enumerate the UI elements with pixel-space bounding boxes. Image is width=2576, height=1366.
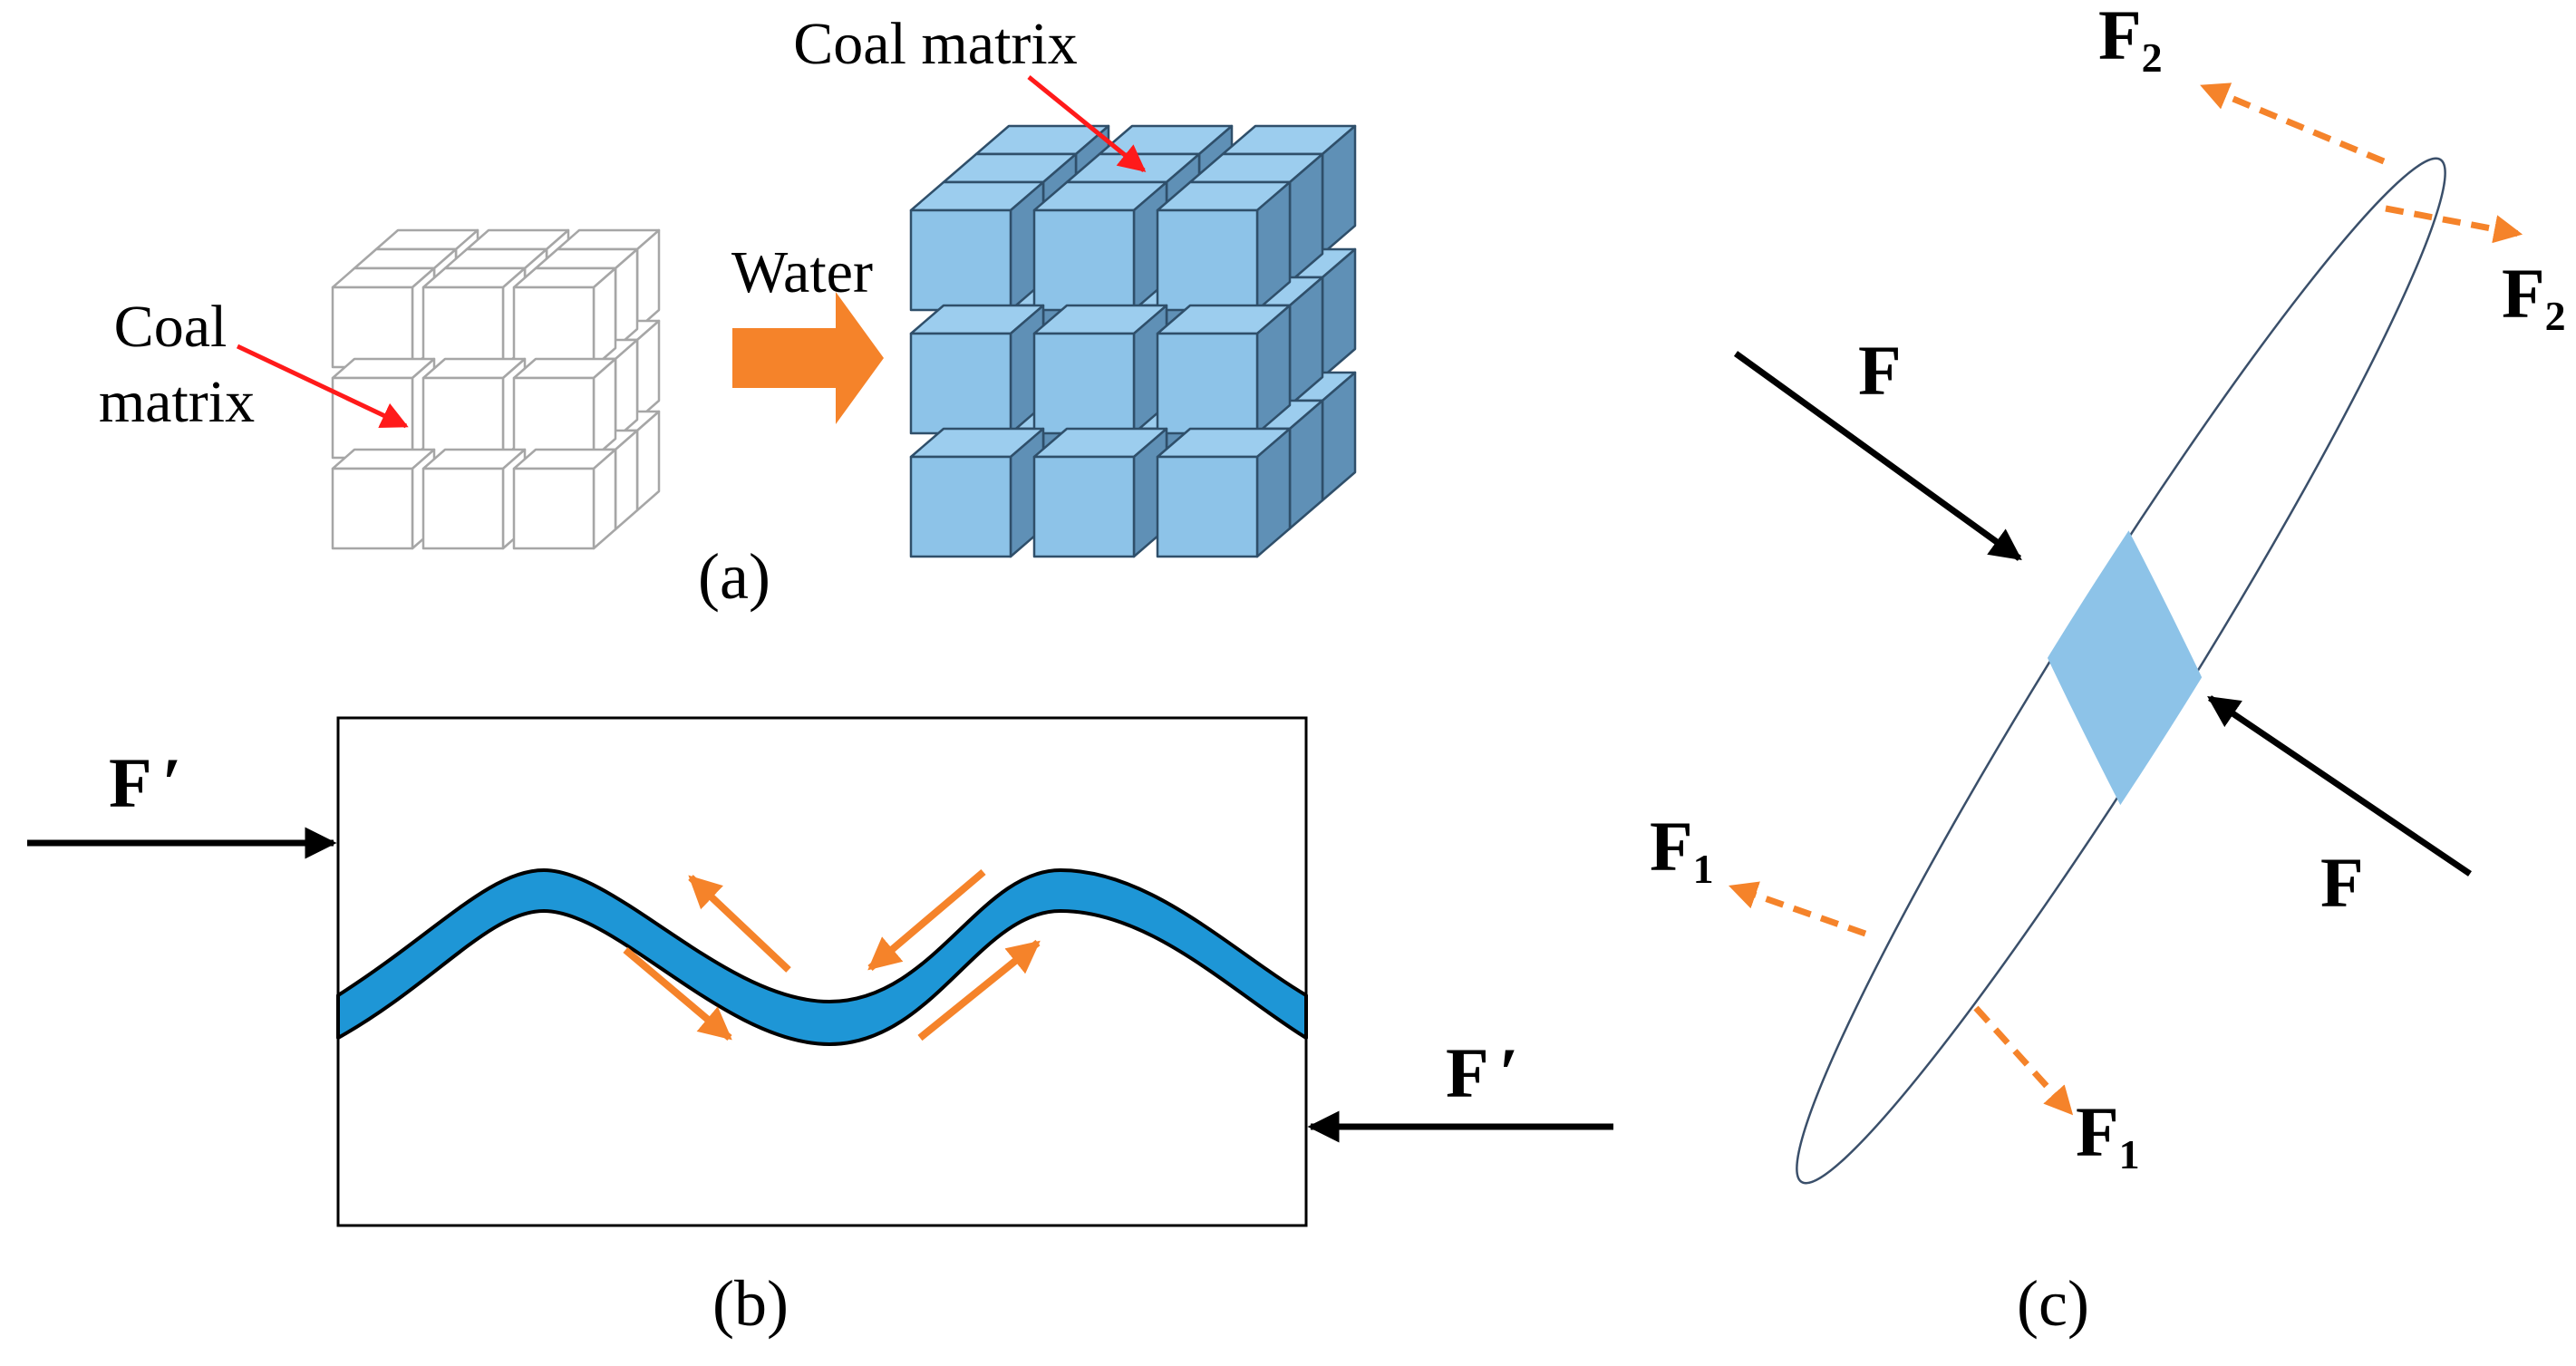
force-label-right: F′ bbox=[1446, 1033, 1518, 1112]
cube bbox=[331, 357, 436, 460]
coal-matrix-label-left-line2: matrix bbox=[99, 369, 255, 435]
rock-block-frame bbox=[336, 716, 1308, 1227]
cube bbox=[909, 427, 1045, 558]
cube-side-face bbox=[635, 410, 661, 512]
water-arrow bbox=[732, 292, 884, 424]
force-label-left: F′ bbox=[109, 743, 181, 822]
cube-side-face bbox=[614, 429, 639, 531]
f1-label-bottom: F1 bbox=[2076, 1092, 2140, 1177]
cube bbox=[512, 448, 617, 550]
coal-matrix-label-left-line1: Coal bbox=[114, 294, 228, 360]
cube bbox=[421, 357, 527, 460]
cube bbox=[1032, 304, 1168, 435]
cube bbox=[909, 304, 1045, 435]
panel-a: Coal matrix Water Coal matrix (a) bbox=[99, 11, 1357, 613]
cube-front-face bbox=[512, 467, 596, 550]
f2-label-right: F2 bbox=[2502, 254, 2566, 339]
f2-arrow-top bbox=[2200, 82, 2386, 165]
cube bbox=[331, 448, 436, 550]
cube bbox=[1156, 304, 1292, 435]
cube-side-face bbox=[592, 357, 617, 460]
cube-front-face bbox=[1156, 208, 1259, 312]
cube-front-face bbox=[909, 332, 1012, 435]
cube-side-face bbox=[592, 266, 617, 369]
cube-front-face bbox=[331, 467, 414, 550]
panel-c: F F F2 F2 F1 F1 (c) bbox=[1650, 0, 2566, 1340]
folded-layer bbox=[336, 868, 1308, 1046]
cube bbox=[1032, 427, 1168, 558]
force-arrow-upper-left bbox=[1733, 351, 2022, 561]
f1-arrow-left bbox=[1729, 881, 1867, 937]
f1-arrow-bottom bbox=[1973, 1005, 2074, 1116]
cube-front-face bbox=[512, 286, 596, 369]
caption-a: (a) bbox=[698, 540, 770, 613]
cube-front-face bbox=[909, 455, 1012, 558]
slip-arrow-lower-left bbox=[623, 946, 732, 1041]
cube-side-face bbox=[614, 338, 639, 441]
cube bbox=[421, 448, 527, 550]
cube-front-face bbox=[331, 286, 414, 369]
f2-arrow-right bbox=[2385, 205, 2523, 244]
cube-front-face bbox=[512, 376, 596, 460]
coal-matrix-label-right: Coal matrix bbox=[793, 11, 1077, 77]
panel-b: F′ F′ (b) bbox=[27, 716, 1613, 1340]
slip-arrow-upper-right bbox=[867, 868, 986, 972]
caption-c: (c) bbox=[2017, 1267, 2089, 1340]
cube-front-face bbox=[1032, 332, 1136, 435]
f2-label-top: F2 bbox=[2098, 0, 2163, 81]
wet-coal-cube-cluster bbox=[909, 124, 1357, 558]
coal-matrix-pointer-arrow-left bbox=[236, 344, 409, 429]
cube-side-face bbox=[614, 247, 639, 350]
cube-side-face bbox=[635, 319, 661, 421]
cube-front-face bbox=[331, 376, 414, 460]
cube bbox=[909, 180, 1045, 312]
coal-matrix-pointer-arrow-right bbox=[1027, 75, 1147, 172]
cube bbox=[1156, 427, 1292, 558]
cube bbox=[421, 266, 527, 369]
dry-coal-cube-cluster bbox=[331, 228, 661, 550]
cube-front-face bbox=[421, 467, 505, 550]
cube-side-face bbox=[592, 448, 617, 550]
cube-front-face bbox=[421, 376, 505, 460]
caption-b: (b) bbox=[712, 1267, 789, 1340]
cube-front-face bbox=[1032, 208, 1136, 312]
cube bbox=[1156, 180, 1292, 312]
cube-front-face bbox=[1156, 332, 1259, 435]
cube-side-face bbox=[635, 228, 661, 331]
cube bbox=[512, 266, 617, 369]
cube-front-face bbox=[1156, 455, 1259, 558]
water-label: Water bbox=[731, 239, 873, 305]
slip-arrow-upper-left bbox=[688, 875, 791, 973]
force-label-upper-left: F bbox=[1858, 331, 1902, 410]
slip-arrow-lower-right bbox=[917, 939, 1041, 1041]
force-label-lower-right: F bbox=[2320, 843, 2364, 922]
cube bbox=[331, 266, 436, 369]
cube-front-face bbox=[1032, 455, 1136, 558]
cube-front-face bbox=[421, 286, 505, 369]
cube-front-face bbox=[909, 208, 1012, 312]
cube bbox=[512, 357, 617, 460]
f1-label-left: F1 bbox=[1650, 807, 1714, 892]
force-arrow-lower-right bbox=[2207, 695, 2472, 877]
cube bbox=[1032, 180, 1168, 312]
